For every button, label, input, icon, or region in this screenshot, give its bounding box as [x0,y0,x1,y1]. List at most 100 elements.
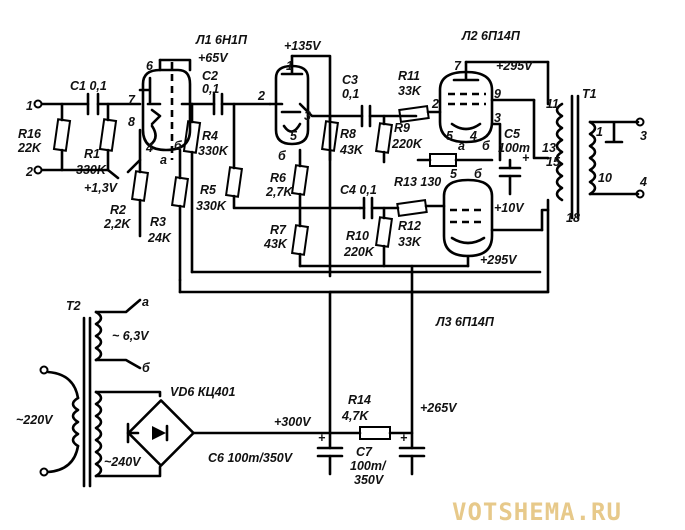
c5-plus: + [522,151,530,165]
r14-value: 4,7K [341,409,369,423]
r3-label: R3 [150,215,166,229]
c4-label: C4 0,1 [340,183,377,197]
pin1-label: 1 [286,59,293,73]
l2-label: Л2 6П14П [461,29,521,43]
resistor-r8 [320,120,340,152]
pin7-label: 7 [128,93,136,107]
r1-label: R1 [84,147,100,161]
r2-value: 2,2K [103,217,131,231]
r10-label: R10 [346,229,369,243]
heater-b-label: б [142,361,151,375]
resistor-r3 [170,176,190,208]
capacitor-c3 [360,104,372,128]
v265-label: +265V [420,401,458,415]
v300-label: +300V [274,415,312,429]
t1-pin15: 15 [546,155,561,169]
v295a-label: +295V [496,59,534,73]
l2-pin4: 4 [469,129,477,143]
l3-pin5: 5 [450,167,458,181]
resistor-r1 [98,118,118,152]
resistor-r6 [290,164,310,196]
resistor-r9 [374,122,394,154]
resistor-r13 [429,153,457,167]
t1-pin1: 1 [596,125,603,139]
c7-plus: + [400,431,408,445]
output-terminal-4 [635,189,645,199]
c2-value: 0,1 [202,82,219,96]
c1-label: C1 0,1 [70,79,107,93]
power-supply: T2 а б ~ 6,3V ~220V ~240V VD6 КЦ401 +300… [16,290,550,488]
pin-b-label: б [174,139,183,153]
r13-label: R13 130 [394,175,441,189]
c5-value: 100m [498,141,530,155]
resistor-r7 [290,224,310,256]
r2-label: R2 [110,203,126,217]
pin2b-label: 2 [431,97,439,111]
pin3-label: 3 [304,109,311,123]
l2-pin5: 5 [446,129,454,143]
watermark: VOTSHEMA.RU [452,498,622,526]
c7-value: 100m/ [350,459,387,473]
t1-pin11: 11 [546,97,559,111]
resistor-r4 [182,120,202,154]
r3-value: 24K [147,231,172,245]
input-terminal-2 [33,165,43,175]
output-terminal-3 [635,117,645,127]
v135-label: +135V [284,39,322,53]
resistor-r14 [359,426,391,440]
r7-label: R7 [270,223,287,237]
tube-l3: 5 б +295V Л3 6П14П [435,167,544,329]
pin-4-label: 4 [145,141,153,155]
pin-a-label: а [160,153,167,167]
r16-value: 22K [17,141,42,155]
r11-value: 33K [398,84,422,98]
pin-b2-label: б [278,149,287,163]
capacitor-c2 [212,92,224,116]
input-terminal-1 [33,99,43,109]
resistor-r2 [130,170,150,202]
resistor-r5 [224,166,244,198]
pin9-label: 9 [494,87,501,101]
l3-label: Л3 6П14П [435,315,495,329]
r10-value: 220K [343,245,375,259]
stage1-coupling: C2 0,1 R4 330K R5 330K [182,69,362,274]
tube-l2: Л2 6П14П 7 9 2 3 5 а 4 б +295V [431,29,550,162]
r8-label: R8 [340,127,356,141]
pin7b-label: 7 [454,59,462,73]
v10-label: +10V [494,201,525,215]
t1-pin10: 10 [598,171,612,185]
r11-label: R11 [398,69,420,83]
r5-value: 330K [196,199,227,213]
c3-label: C3 [342,73,358,87]
t1-label: T1 [582,87,597,101]
t1-pin4: 4 [639,175,647,189]
resistor-r12 [396,198,428,218]
l3-pin-b: б [474,167,483,181]
r12-value: 33K [398,235,422,249]
capacitor-c1 [86,92,100,116]
resistor-r10 [374,216,394,248]
r7-value: 43K [263,237,288,251]
capacitor-c4 [362,196,374,220]
t2-label: T2 [66,299,81,313]
t1-pin18: 18 [566,211,580,225]
t1-pin3: 3 [640,129,647,143]
c2-label: C2 [202,69,218,83]
tube-l1: Л1 6Н1П +65V 6 7 8 4 а б [128,33,248,167]
c5-label: C5 [504,127,521,141]
input-section: 1 2 C1 0,1 R16 22K R1 330K [17,79,142,180]
mains-terminal-bottom [39,467,49,477]
r8-value: 43K [339,143,364,157]
v295b-label: +295V [480,253,518,267]
t1-pin13: 13- [542,141,560,155]
pin3b-label: 3 [494,111,501,125]
resistor-r16 [52,118,72,152]
inverter-loads: R6 2,7K R7 43K R8 43K [263,114,364,268]
l2-pin-b: б [482,139,491,153]
l2-pin-a: а [458,139,465,153]
bridge-rectifier-vd6 [127,399,195,467]
r6-value: 2,7K [265,185,293,199]
pin6-label: 6 [146,59,154,73]
c6-plus: + [318,431,326,445]
r16-label: R16 [18,127,42,141]
